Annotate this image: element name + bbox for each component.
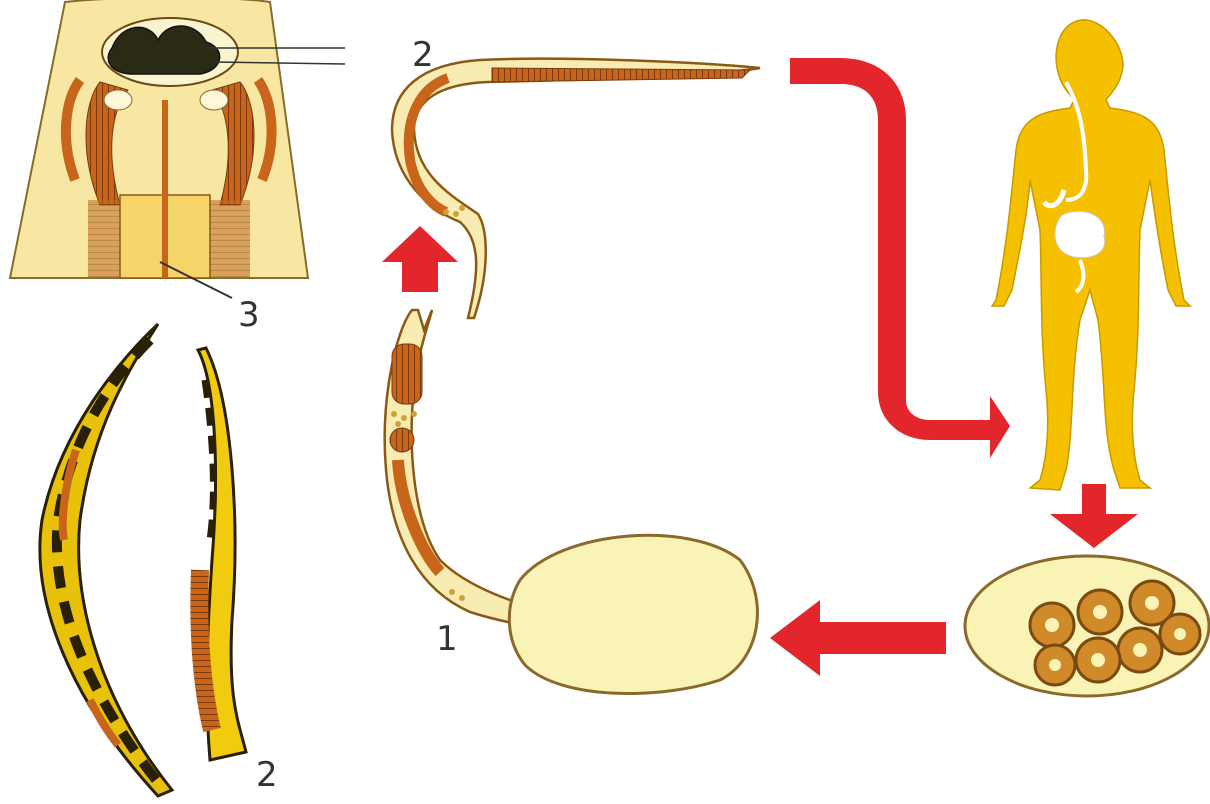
arrow-right-icon [790, 58, 1010, 458]
human-host [992, 20, 1190, 490]
egg-segmented [965, 556, 1209, 696]
arrow-down-icon [1050, 484, 1138, 548]
filariform-larva [392, 59, 760, 318]
label-rhabditiform: 1 [436, 622, 458, 656]
arrow-up-icon [382, 226, 458, 292]
label-head-pointer: 3 [238, 298, 260, 332]
egg-empty [509, 535, 757, 693]
worm-head-closeup [10, 0, 345, 298]
label-adults: 2 [256, 758, 278, 792]
arrow-left-icon [770, 600, 946, 676]
adult-worm-female [40, 324, 172, 796]
adult-worm-male [198, 348, 246, 760]
label-larva-top: 2 [412, 38, 434, 72]
